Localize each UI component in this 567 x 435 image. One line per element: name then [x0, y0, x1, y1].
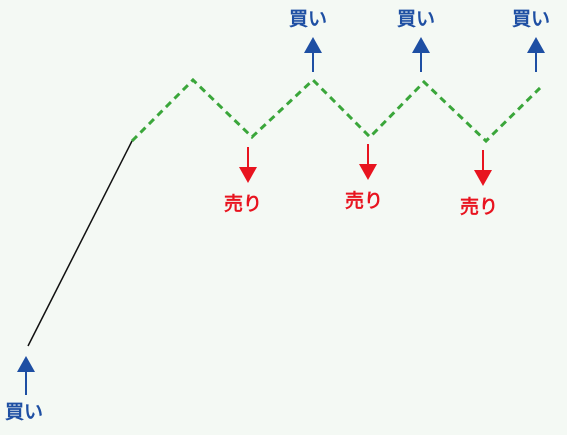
buy-label-2: 買い — [397, 8, 435, 30]
buy-arrow-2 — [412, 37, 430, 72]
buy-label-3: 買い — [512, 8, 550, 30]
sell-arrow-2 — [359, 144, 377, 180]
buy-label-1: 買い — [289, 8, 327, 30]
initial-trend-line — [27, 140, 133, 347]
buy-arrow-start — [17, 356, 35, 395]
buy-arrow-3 — [527, 37, 545, 72]
sell-label-2: 売り — [345, 189, 383, 212]
buy-label-start: 買い — [5, 401, 43, 423]
sell-label-1: 売り — [224, 192, 262, 215]
sell-arrow-1 — [239, 147, 257, 183]
sell-arrow-3 — [474, 150, 492, 186]
range-zigzag-line — [130, 77, 542, 144]
buy-arrow-1 — [304, 37, 322, 72]
sell-label-3: 売り — [460, 195, 498, 218]
